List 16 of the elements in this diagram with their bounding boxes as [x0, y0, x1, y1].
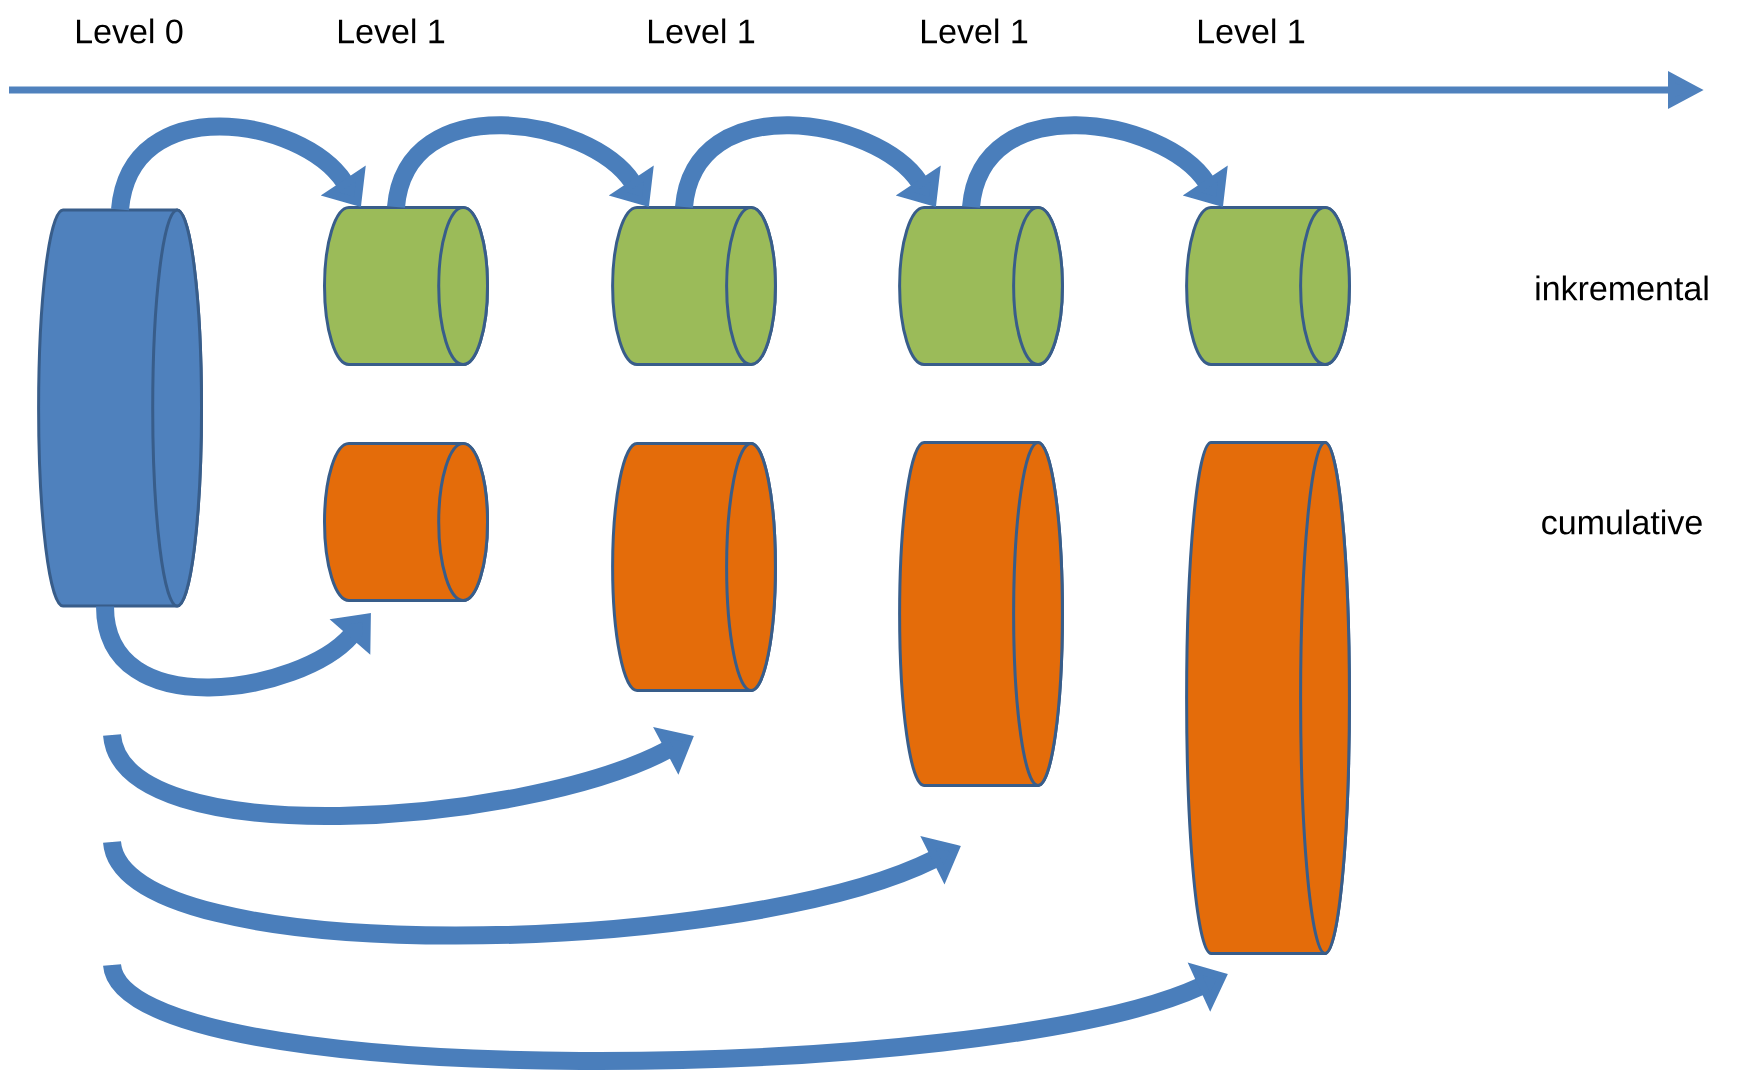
cylinder — [898, 441, 1064, 787]
label: inkremental — [1536, 275, 1708, 301]
label: Level 1 — [1199, 18, 1305, 44]
label: Level 1 — [922, 18, 1028, 44]
label: Level 1 — [339, 18, 445, 44]
cylinder — [611, 442, 777, 692]
cylinder — [37, 208, 203, 608]
cylinder — [323, 442, 489, 602]
label: Level 1 — [649, 18, 755, 44]
cylinder — [323, 206, 489, 366]
label: Level 0 — [77, 18, 183, 44]
cylinder — [1185, 441, 1351, 955]
label: cumulative — [1542, 509, 1702, 535]
cylinder — [611, 206, 777, 366]
cylinder — [898, 206, 1064, 366]
cylinder — [1185, 206, 1351, 366]
